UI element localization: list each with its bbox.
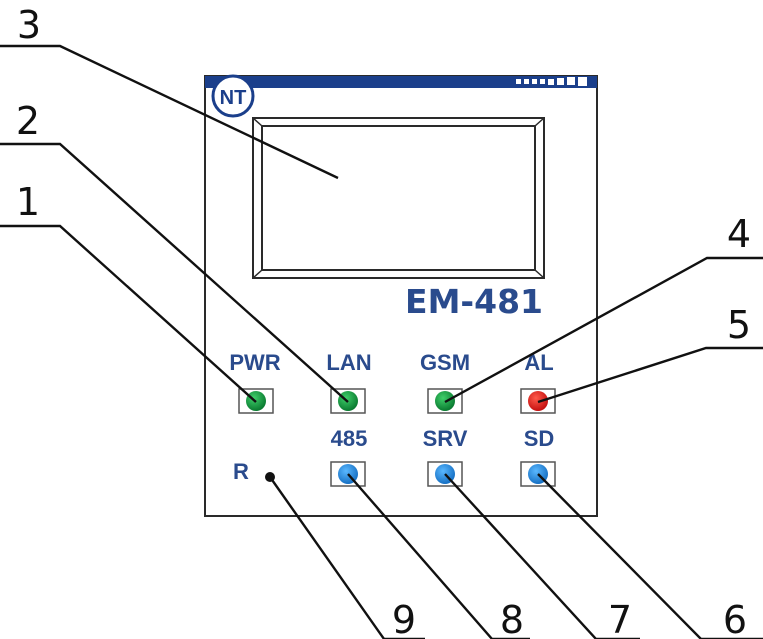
device-panel: NT EM-481 PWR LAN GSM AL 485 SRV SD R: [204, 74, 598, 517]
callout-number-4: 4: [727, 212, 751, 256]
display-screen: [252, 117, 545, 279]
led-label-gsm: GSM: [420, 350, 470, 375]
callout-lines: [0, 44, 763, 639]
led-label-srv: SRV: [423, 426, 468, 451]
nt-logo-icon: NT: [211, 74, 255, 118]
callout-number-9: 9: [392, 598, 416, 639]
led-label-sd: SD: [524, 426, 555, 451]
logo-text: NT: [220, 87, 247, 109]
callout-number-1: 1: [16, 180, 40, 224]
top-bar-indicator-icon: [516, 77, 587, 86]
leader-line-7: [444, 473, 640, 639]
callout-number-7: 7: [608, 598, 632, 639]
leader-line-8: [347, 473, 530, 639]
callout-number-6: 6: [723, 598, 747, 639]
panel-top-bar: [205, 76, 597, 88]
leader-line-9: [269, 476, 425, 639]
led-label-lan: LAN: [326, 350, 371, 375]
callout-number-5: 5: [727, 303, 751, 347]
leader-line-5: [537, 346, 763, 404]
led-label-485: 485: [331, 426, 368, 451]
leader-line-1: [0, 224, 257, 403]
callout-number-3: 3: [17, 3, 41, 47]
leader-line-6: [537, 473, 763, 639]
reset-label: R: [233, 459, 249, 484]
model-label: EM-481: [405, 282, 543, 321]
led-label-pwr: PWR: [229, 350, 280, 375]
led-label-al: AL: [524, 350, 553, 375]
leader-line-4: [444, 256, 763, 404]
leader-line-3: [0, 44, 339, 180]
callout-number-8: 8: [500, 598, 524, 639]
leader-line-2: [0, 142, 349, 403]
callout-number-2: 2: [16, 99, 40, 143]
